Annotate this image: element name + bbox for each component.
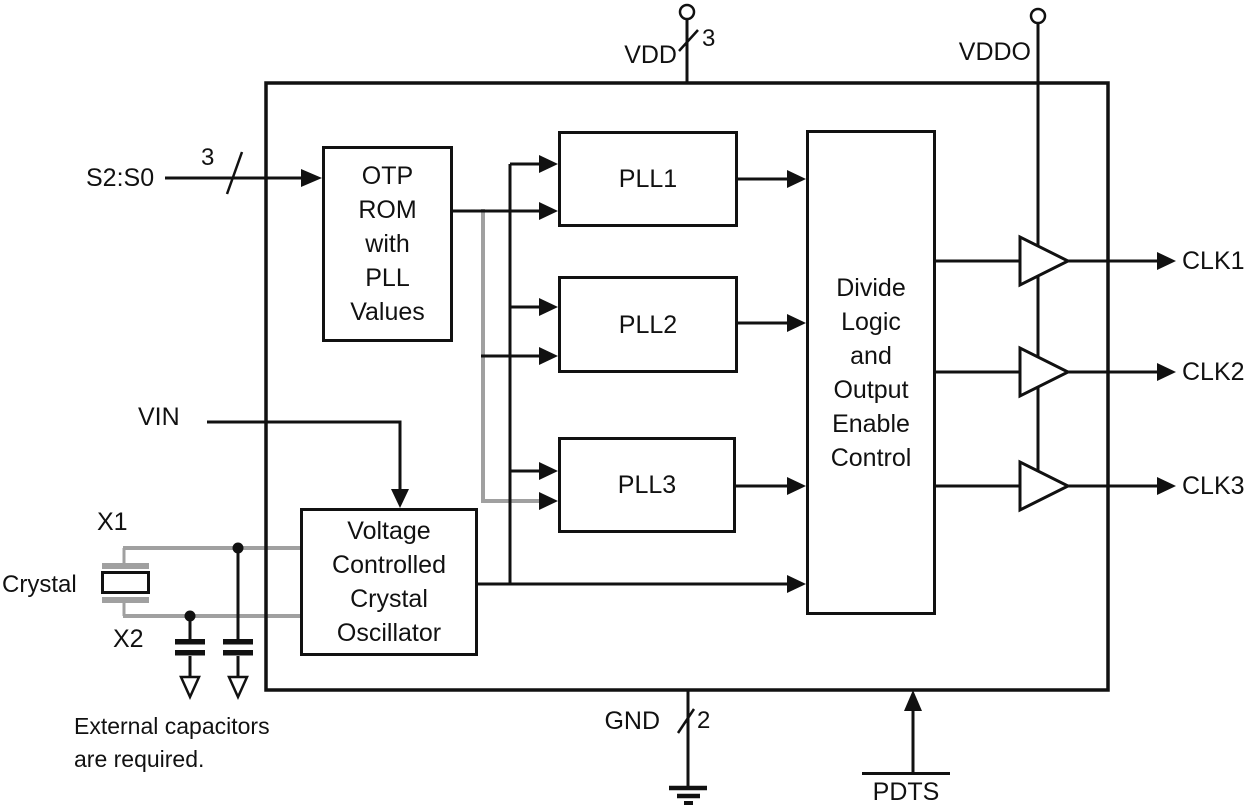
bus-slashes bbox=[225, 29, 699, 734]
arrowhead-icon bbox=[301, 169, 322, 187]
capacitor-plates bbox=[175, 639, 253, 656]
block-pll1: PLL1 bbox=[558, 131, 738, 227]
black-wires bbox=[165, 19, 1157, 787]
crystal-plate-bottom bbox=[102, 597, 149, 603]
capacitor-icon bbox=[175, 639, 205, 645]
ground-symbol bbox=[669, 785, 707, 805]
bus-width-gnd: 2 bbox=[697, 707, 711, 734]
pin-label-clk2: CLK2 bbox=[1182, 358, 1245, 386]
bus-width-vdd: 3 bbox=[702, 25, 716, 52]
open-ground-arrow-icon bbox=[227, 675, 249, 701]
vin-wire bbox=[207, 420, 402, 489]
arrowhead-icon bbox=[539, 492, 558, 510]
pin-label-clk1: CLK1 bbox=[1182, 247, 1245, 275]
vin-down-arrowhead-icon bbox=[391, 489, 409, 508]
pin-label-vddo: VDDO bbox=[958, 38, 1031, 66]
block-pll2: PLL2 bbox=[558, 276, 738, 373]
block-pll3: PLL3 bbox=[558, 437, 736, 533]
arrowhead-icon bbox=[539, 202, 558, 220]
junction-dot bbox=[232, 542, 244, 554]
otp-distribution-wire bbox=[481, 209, 540, 503]
arrowhead-icon bbox=[1157, 477, 1176, 495]
pin-label-gnd: GND bbox=[604, 707, 660, 735]
vdd-terminal-circle-icon bbox=[678, 3, 696, 21]
arrowhead-icon bbox=[539, 462, 558, 480]
arrowhead-icon bbox=[787, 575, 806, 593]
junction-dot bbox=[184, 610, 196, 622]
crystal-label: Crystal bbox=[2, 571, 77, 598]
vddo-terminal-circle-icon bbox=[1029, 7, 1047, 25]
arrowhead-icon bbox=[1157, 252, 1176, 270]
arrowhead-icon bbox=[539, 155, 558, 173]
crystal-plate-top bbox=[102, 563, 149, 569]
buffer-triangle-icon bbox=[1018, 459, 1072, 513]
block-vcxo: Voltage Controlled Crystal Oscillator bbox=[300, 508, 478, 656]
capacitor-icon bbox=[223, 639, 253, 645]
s2s0-bus-slash-icon bbox=[225, 151, 244, 195]
gray-wires bbox=[122, 209, 540, 618]
block-otp-rom: OTP ROM with PLL Values bbox=[322, 146, 453, 342]
arrowhead-icon bbox=[787, 314, 806, 332]
capacitor-icon bbox=[175, 650, 205, 656]
arrowhead-icon bbox=[539, 347, 558, 365]
open-ground-arrow-icon bbox=[179, 675, 201, 701]
pin-label-s2s0: S2:S0 bbox=[86, 164, 155, 192]
crystal-icon bbox=[101, 571, 150, 594]
chip-boundary bbox=[264, 81, 1110, 692]
pin-label-clk3: CLK3 bbox=[1182, 472, 1245, 500]
vdd-bus-slash-icon bbox=[678, 29, 699, 52]
pin-label-pdts: PDTS bbox=[862, 772, 950, 807]
arrowhead-icon bbox=[787, 477, 806, 495]
block-divide-logic: Divide Logic and Output Enable Control bbox=[806, 130, 936, 615]
pin-label-vin: VIN bbox=[138, 403, 180, 431]
arrowhead-icon bbox=[787, 170, 806, 188]
capacitor-icon bbox=[223, 650, 253, 656]
gnd-bus-slash-icon bbox=[676, 708, 696, 734]
pin-label-x1: X1 bbox=[97, 508, 128, 536]
buffer-triangle-icon bbox=[1018, 345, 1072, 399]
arrowheads bbox=[301, 155, 1176, 711]
bus-width-s2s0: 3 bbox=[201, 144, 215, 171]
arrowhead-icon bbox=[1157, 363, 1176, 381]
output-buffers bbox=[1018, 234, 1072, 513]
external-caps-note: External capacitors are required. bbox=[74, 713, 270, 772]
pin-label-vdd: VDD bbox=[624, 41, 677, 69]
pdts-up-arrowhead-icon bbox=[904, 690, 922, 711]
arrowhead-icon bbox=[539, 298, 558, 316]
pin-label-x2: X2 bbox=[113, 625, 144, 653]
buffer-triangle-icon bbox=[1018, 234, 1072, 288]
